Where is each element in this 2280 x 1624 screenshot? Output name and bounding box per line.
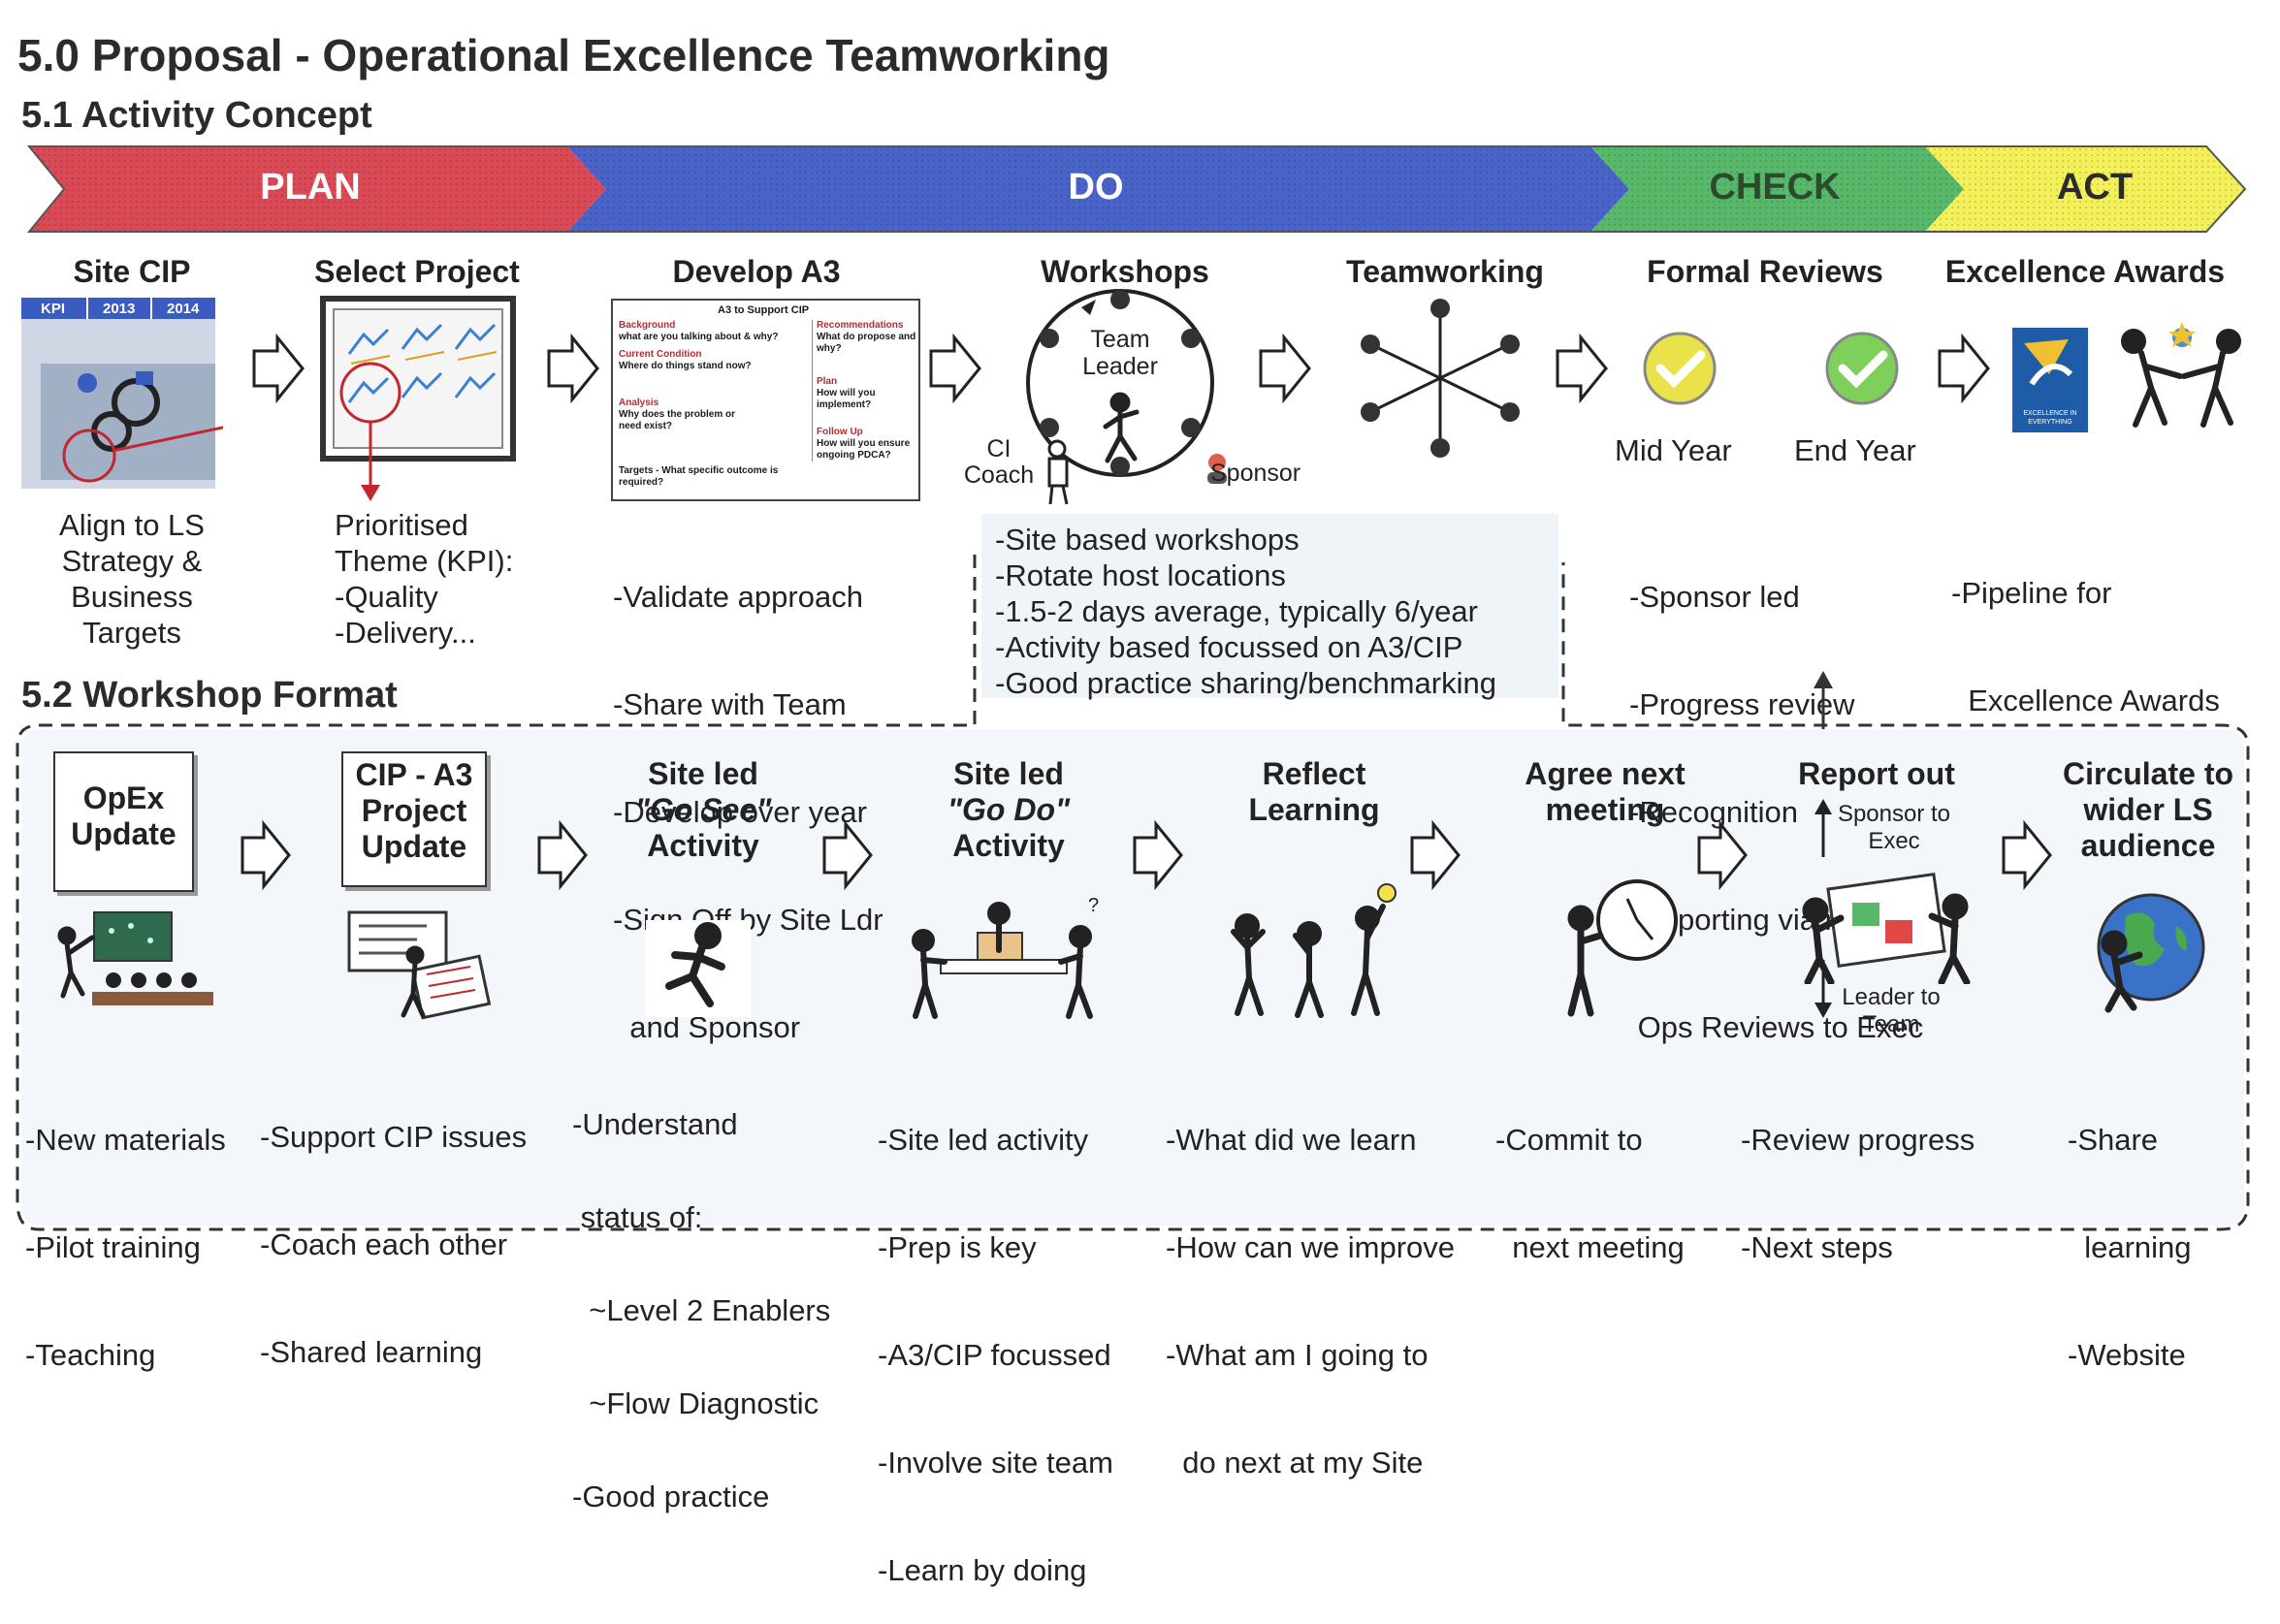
a3-followup-q: How will you ensure ongoing PDCA? — [817, 438, 911, 461]
cip-a3-update-description: -Support CIP issues -Coach each other -S… — [260, 1120, 528, 1369]
team-leader-label: Team Leader — [1082, 326, 1158, 380]
leader-to-team-label: Leader to Team — [1842, 984, 1941, 1037]
agree-next-meeting-description: -Commit to next meeting — [1495, 1123, 1685, 1264]
arrow-icon — [1556, 333, 1608, 404]
reflect-learning-description: -What did we learn -How can we improve -… — [1166, 1123, 1456, 1480]
pdca-banner — [26, 145, 2247, 233]
a3-plan-q: How will you implement? — [817, 388, 876, 410]
award-badge-text: EXCELLENCE IN EVERYTHING — [2023, 410, 2077, 426]
a3-targets: Targets - What specific outcome is requi… — [619, 465, 779, 488]
mid-year-label: Mid Year — [1615, 433, 1732, 467]
arrow-icon — [1133, 819, 1183, 891]
arrow-icon — [2002, 819, 2052, 891]
phase-check-label: CHECK — [1709, 167, 1841, 207]
step-title-formal-reviews: Formal Reviews — [1647, 254, 1883, 289]
sponsor-to-exec-label: Sponsor to Exec — [1837, 801, 1951, 854]
phase-plan-label: PLAN — [260, 167, 361, 207]
go-see-title: Site led "Go See" Activity — [634, 756, 772, 863]
go-do-title: Site led "Go Do" Activity — [947, 756, 1071, 863]
training-class-illustration — [57, 911, 213, 1005]
reflect-learning-illustration — [1231, 883, 1397, 1018]
a3-plan: Plan — [817, 376, 838, 387]
arrow-icon — [929, 333, 981, 404]
site-cip-description: Align to LS Strategy & Business Targets — [59, 508, 205, 650]
running-figure-illustration — [646, 920, 751, 1017]
svg-text:?: ? — [1088, 895, 1099, 916]
report-out-title: Report out — [1798, 756, 1955, 791]
step-title-develop-a3: Develop A3 — [672, 254, 841, 289]
globe-illustration — [2097, 893, 2205, 1013]
review-check-icons — [1643, 332, 1899, 405]
arrow-icon — [547, 333, 599, 404]
report-out-description: -Review progress -Next steps — [1741, 1123, 1975, 1264]
arrow-icon — [1410, 819, 1461, 891]
develop-a3-description: -Validate approach -Share with Team -Dev… — [613, 580, 883, 1044]
cip-a3-update-doc: CIP - A3 Project Update — [341, 751, 487, 887]
excellence-awards-description: -Pipeline for Excellence Awards — [1951, 576, 2220, 717]
arrow-icon — [537, 819, 588, 891]
arrow-icon — [1697, 819, 1748, 891]
step-title-site-cip: Site CIP — [73, 254, 191, 289]
format-arrows — [241, 819, 2052, 891]
workshops-info-box — [981, 514, 1558, 698]
opex-update-doc: OpEx Update — [53, 751, 194, 892]
ci-coach-label: CI Coach — [963, 435, 1035, 489]
kpi-header: KPI — [41, 301, 66, 317]
a3-recommendations: Recommendations — [817, 320, 904, 331]
workshops-circle-diagram — [1026, 289, 1227, 505]
section-activity-concept: 5.1 Activity Concept — [21, 95, 372, 136]
year-2014-header: 2014 — [167, 301, 200, 317]
step-title-teamworking: Teamworking — [1346, 254, 1544, 289]
select-project-description: Prioritised Theme (KPI): -Quality -Deliv… — [335, 508, 514, 650]
reflect-learning-title: Reflect Learning — [1248, 756, 1380, 827]
circulate-title: Circulate to wider LS audience — [2062, 756, 2234, 863]
step-title-excellence-awards: Excellence Awards — [1944, 254, 2226, 289]
phase-do-label: DO — [1068, 167, 1124, 207]
arrow-icon — [1259, 333, 1311, 404]
a3-analysis-q: Why does the problem or need exist? — [619, 409, 736, 431]
a3-current-q: Where do things stand now? — [619, 361, 752, 371]
end-year-label: End Year — [1794, 433, 1916, 467]
a3-document: A3 to Support CIP Background what are yo… — [611, 299, 920, 501]
circulate-description: -Share learning -Website — [2068, 1123, 2192, 1372]
arrow-icon — [241, 819, 291, 891]
a3-recommendations-q: What do propose and why? — [817, 332, 916, 354]
a3-background-q: what are you talking about & why? — [619, 332, 779, 342]
arrow-icon — [252, 333, 305, 404]
go-see-description: -Understand status of: ~Level 2 Enablers… — [572, 1107, 831, 1513]
dashed-frames — [16, 555, 2250, 1231]
clock-meeting-illustration — [1567, 879, 1678, 1017]
a3-title: A3 to Support CIP — [718, 304, 810, 316]
excellence-award-badge: EXCELLENCE IN EVERYTHING — [2012, 328, 2088, 432]
concept-arrows — [252, 333, 1990, 404]
a3-background: Background — [619, 320, 676, 331]
a3-analysis: Analysis — [619, 398, 659, 408]
a3-current: Current Condition — [619, 349, 702, 360]
arrow-icon — [1938, 333, 1990, 404]
project-update-illustration — [347, 910, 492, 1020]
section-workshop-format: 5.2 Workshop Format — [21, 675, 398, 716]
phase-act-label: ACT — [2056, 167, 2134, 207]
end-year-check-icon — [1825, 332, 1899, 405]
handshake-figures — [2121, 322, 2241, 428]
workshops-description: -Site based workshops -Rotate host locat… — [995, 523, 1496, 700]
arrow-icon — [822, 819, 873, 891]
step-title-select-project: Select Project — [314, 254, 520, 289]
go-do-team-illustration: ? — [912, 895, 1099, 1019]
sponsor-label: Sponsor — [1210, 460, 1301, 487]
year-2013-header: 2013 — [103, 301, 136, 317]
go-do-description: -Site led activity -Prep is key -A3/CIP … — [878, 1123, 1113, 1587]
report-out-illustration — [1802, 873, 1971, 984]
mid-year-check-icon — [1643, 332, 1717, 405]
site-cip-image — [21, 298, 223, 489]
page-title: 5.0 Proposal - Operational Excellence Te… — [17, 30, 1110, 80]
select-project-image — [320, 296, 516, 501]
opex-update-description: -New materials -Pilot training -Teaching — [25, 1123, 226, 1372]
step-title-workshops: Workshops — [1041, 254, 1209, 289]
a3-followup: Follow Up — [817, 427, 863, 437]
teamworking-network — [1361, 299, 1520, 458]
agree-next-meeting-title: Agree next meeting — [1525, 756, 1686, 827]
